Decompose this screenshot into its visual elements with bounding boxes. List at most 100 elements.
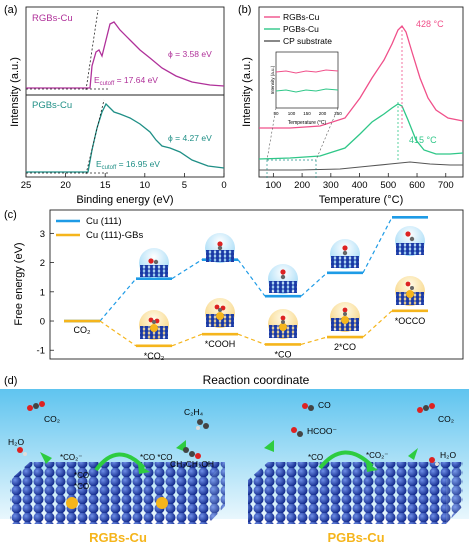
panel-c-label: (c) xyxy=(4,209,17,221)
energy-connector-gbs xyxy=(171,333,203,347)
legend-cp-text: CP substrate xyxy=(283,36,332,46)
cu111-co2-adsorbate xyxy=(139,248,169,278)
panel-b: (b) RGBs-Cu PGBs-Cu CP substrate 428 °C … xyxy=(238,4,464,206)
panel-b-legend: RGBs-Cu PGBs-Cu CP substrate xyxy=(264,12,332,46)
label-ethanol: CH₃CH₂OH xyxy=(170,459,214,469)
rgbs-cutoff-fit xyxy=(85,9,99,91)
c2h4-molecule xyxy=(196,419,209,430)
gbs-co-adsorbate xyxy=(268,309,298,339)
co2-molecule-right xyxy=(417,403,435,413)
hcoo-molecule xyxy=(291,427,303,437)
pgbs-cu-slab xyxy=(248,462,463,524)
energy-connector-cu111 xyxy=(171,259,203,280)
gbs-adsorbate-images xyxy=(139,276,425,340)
gbs-co2-adsorbate xyxy=(139,310,169,340)
panel-d: Reaction coordinate (d) xyxy=(0,373,469,545)
pgbs-cu-title: PGBs-Cu xyxy=(327,530,384,545)
inset-pgbs-curve xyxy=(275,88,339,93)
inset-connector-right xyxy=(315,107,339,161)
rgbs-ecutoff: Ecutoff = 17.64 eV xyxy=(94,75,158,87)
panel-c-ytick-label: 3 xyxy=(40,229,45,240)
panel-a-frame xyxy=(25,6,225,178)
inset-xlabel: Temperature (°C) xyxy=(288,120,327,126)
label-right-co-ads: *CO xyxy=(308,453,323,462)
gbs-cooh-adsorbate xyxy=(205,298,235,328)
panel-b-xtick-label: 400 xyxy=(352,180,368,191)
cu111-occo-adsorbate xyxy=(395,226,425,256)
label-hcoo: HCOO⁻ xyxy=(307,426,338,436)
label-left-coco: *CO *CO xyxy=(140,453,172,462)
panel-a-xtick-label: 20 xyxy=(60,180,71,191)
peak-label-pgbs: 415 °C xyxy=(409,135,437,145)
inset-connector-left xyxy=(266,107,277,161)
label-right-co2: CO₂ xyxy=(438,414,454,424)
legend-pgbs-text: PGBs-Cu xyxy=(283,24,319,34)
panel-a-xtick-label: 15 xyxy=(100,180,111,191)
outflux-arrow-right xyxy=(264,440,274,452)
pgbs-slab-surface xyxy=(248,462,463,480)
legend-gbs-text: Cu (111)-GBs xyxy=(86,230,143,241)
rgbs-cu-slab xyxy=(10,462,225,524)
energy-connector-cu111 xyxy=(237,259,266,297)
inset-xtick-label: 50 xyxy=(273,111,279,116)
label-left-co-a: *CO xyxy=(74,471,89,480)
label-c2h4: C₂H₄ xyxy=(184,407,204,417)
species-label: *CO₂ xyxy=(144,351,165,361)
panel-b-frame xyxy=(258,6,464,178)
cu111-cooh-adsorbate xyxy=(205,233,235,263)
panel-a-ylabel: Intensity (a.u.) xyxy=(9,57,21,127)
panel-d-molecules xyxy=(17,401,439,466)
co2-molecule-left xyxy=(27,401,45,411)
energy-connector-gbs xyxy=(237,333,266,345)
pgbs-slab-side xyxy=(446,462,463,524)
pgbs-name: PGBs-Cu xyxy=(32,100,72,111)
species-label: CO₂ xyxy=(74,325,92,335)
rgbs-upe-spectrum xyxy=(26,21,225,89)
pgbs-upe-spectrum xyxy=(26,102,225,173)
panel-a-xtick-label: 25 xyxy=(21,180,32,191)
inset-frame xyxy=(275,51,339,109)
cp-tpd-curve xyxy=(259,161,463,171)
gbs-occo-adsorbate xyxy=(395,276,425,306)
inset-zoom-box xyxy=(266,159,317,178)
rgbs-gb-site-2 xyxy=(156,497,168,509)
coupling-arrow-left xyxy=(94,452,146,472)
cu111-adsorbate-images xyxy=(139,226,425,294)
label-right-co: CO xyxy=(318,400,331,410)
inset-ylabel: Intensity (a.u.) xyxy=(270,65,275,94)
species-label: 2*CO xyxy=(334,342,356,352)
legend-cu111-text: Cu (111) xyxy=(86,216,122,227)
ethanol-molecule xyxy=(183,447,201,459)
coupling-arrowhead-left xyxy=(138,464,150,474)
energy-connector-gbs xyxy=(300,336,328,345)
rgbs-tpd-curve xyxy=(259,24,464,129)
pgbs-phi: ϕ = 4.27 eV xyxy=(168,133,212,143)
panel-b-ylabel: Intensity (a.u.) xyxy=(241,57,253,127)
energy-connector-gbs xyxy=(99,320,137,347)
panel-c-ytick-label: 0 xyxy=(40,317,45,328)
inset-xtick-label: 250 xyxy=(334,111,342,116)
legend-rgbs-text: RGBs-Cu xyxy=(283,12,320,22)
cu111-co-adsorbate xyxy=(268,264,298,294)
panel-c-ylabel: Free energy (eV) xyxy=(13,242,25,325)
pgbs-slab-front xyxy=(248,480,446,524)
pgbs-ecutoff: Ecutoff = 16.95 eV xyxy=(96,159,160,171)
energy-connector-cu111 xyxy=(300,272,328,297)
panel-b-xtick-label: 200 xyxy=(294,180,310,191)
panel-d-arrows xyxy=(40,440,418,474)
inset-rgbs-curve xyxy=(275,69,339,74)
panel-b-label: (b) xyxy=(238,4,251,16)
panel-c-legend: Cu (111) Cu (111)-GBs xyxy=(56,216,143,241)
energy-connector-cu111 xyxy=(99,278,137,322)
rgbs-name: RGBs-Cu xyxy=(32,13,73,24)
panel-a-xlabel: Binding energy (eV) xyxy=(76,194,173,206)
energy-connector-gbs xyxy=(362,310,393,338)
panel-a-xtick-label: 10 xyxy=(140,180,151,191)
inset-xtick-label: 200 xyxy=(319,111,327,116)
